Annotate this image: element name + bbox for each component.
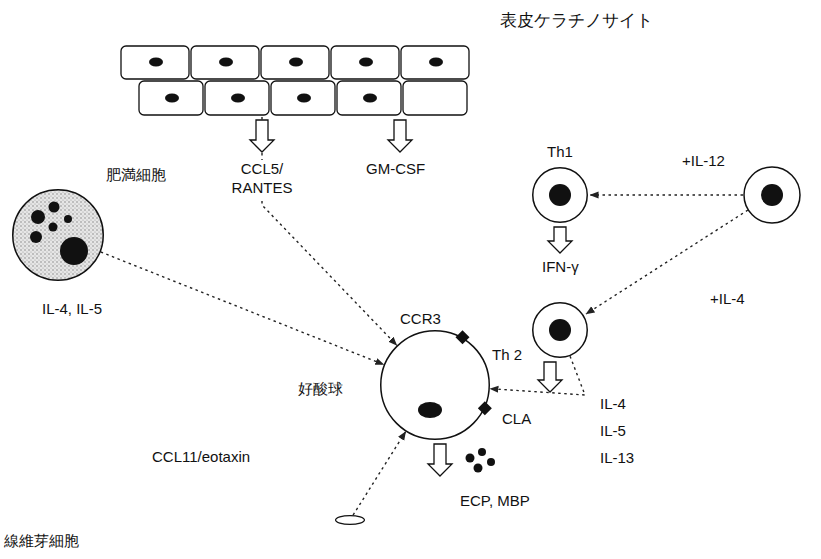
keratinocyte	[205, 81, 269, 115]
granule	[31, 210, 45, 224]
mast-cell: 肥満細胞	[12, 189, 104, 281]
hollow-arrow	[388, 120, 412, 152]
edge-label: CCL11/eotaxin	[150, 448, 252, 467]
granule	[466, 454, 475, 463]
cell-name: 線維芽細胞	[4, 532, 79, 551]
cell-nucleus	[60, 237, 88, 265]
eosinophil-outline	[381, 331, 490, 440]
granule	[64, 215, 72, 223]
fibroblast-outline	[336, 516, 365, 525]
granule	[478, 448, 486, 456]
cytokine-label: IL-5	[598, 422, 628, 441]
receptor-diamond	[478, 401, 492, 415]
node-outline	[532, 302, 588, 358]
edge-label: CCL5/ RANTES	[221, 160, 303, 198]
cytokine-label: GM-CSF	[364, 160, 427, 179]
granule	[487, 458, 495, 466]
cytokine-label: +IL-12	[680, 152, 727, 171]
recruitment-arrow	[262, 117, 397, 345]
th1-cell: Th1	[532, 167, 588, 223]
connector-group	[101, 117, 585, 515]
cell-name: Th1	[547, 143, 573, 162]
fibroblast: 線維芽細胞	[335, 515, 365, 525]
keratinocyte	[139, 81, 203, 115]
node-outline	[12, 189, 104, 281]
cytokine-label: IL-4	[598, 395, 628, 414]
cell-name: Th 2	[492, 346, 522, 365]
hollow-arrow	[548, 227, 572, 253]
keratinocyte	[271, 81, 335, 115]
cytokine-label: +IL-4	[708, 290, 747, 309]
granule-protein-label: ECP, MBP	[458, 492, 532, 511]
mast-cell-outline	[13, 190, 104, 281]
differentiation-arrow	[590, 194, 743, 195]
granule	[30, 231, 42, 243]
th2-cell: Th 2	[532, 302, 588, 358]
cytokine-label: IFN-γ	[540, 258, 581, 277]
cell-nucleus	[289, 58, 303, 67]
cell-nucleus	[219, 58, 233, 67]
recruitment-arrow	[101, 252, 384, 365]
keratinocyte	[331, 46, 399, 79]
keratinocyte	[403, 81, 467, 115]
cell-name: 肥満細胞	[106, 166, 166, 185]
granule	[49, 202, 60, 213]
cytokine-label: IL-13	[598, 449, 636, 468]
cell-nucleus	[149, 58, 163, 67]
keratinocyte	[191, 46, 259, 79]
t-cell-outline	[533, 303, 588, 358]
receptor-label: CCR3	[398, 310, 443, 329]
naive-t-cell	[744, 167, 800, 223]
cell-name: 表皮ケラチノサイト	[500, 10, 653, 31]
eosinophil: 好酸球	[380, 330, 490, 440]
granule	[49, 223, 58, 232]
cell-nucleus	[549, 319, 571, 341]
cell-nucleus	[165, 94, 179, 103]
node-outline	[335, 515, 365, 525]
keratinocyte	[401, 46, 469, 79]
keratinocyte-layer: 表皮ケラチノサイト	[120, 45, 470, 117]
cell-name: 好酸球	[298, 380, 343, 399]
cell-nucleus	[359, 58, 373, 67]
recruitment-arrow	[353, 432, 406, 516]
keratinocyte	[261, 46, 329, 79]
node-outline	[380, 330, 490, 440]
node-outline	[120, 45, 470, 117]
cell-nucleus	[418, 402, 442, 418]
node-outline	[532, 167, 588, 223]
keratinocyte	[337, 81, 401, 115]
hollow-arrow	[538, 362, 562, 392]
hollow-arrow	[250, 120, 274, 152]
granule	[474, 464, 483, 473]
cell-nucleus	[363, 94, 377, 103]
cell-nucleus	[761, 184, 783, 206]
edge-label: IL-4, IL-5	[40, 300, 104, 319]
cell-nucleus	[549, 184, 571, 206]
keratinocyte	[121, 46, 189, 79]
t-cell-outline	[533, 168, 588, 223]
cell-nucleus	[297, 94, 311, 103]
receptor-label: CLA	[500, 410, 533, 429]
hollow-arrow	[428, 444, 452, 476]
differentiation-arrow	[586, 210, 748, 314]
cell-nucleus	[231, 94, 245, 103]
cell-nucleus	[429, 58, 443, 67]
receptor-diamond	[456, 330, 470, 344]
